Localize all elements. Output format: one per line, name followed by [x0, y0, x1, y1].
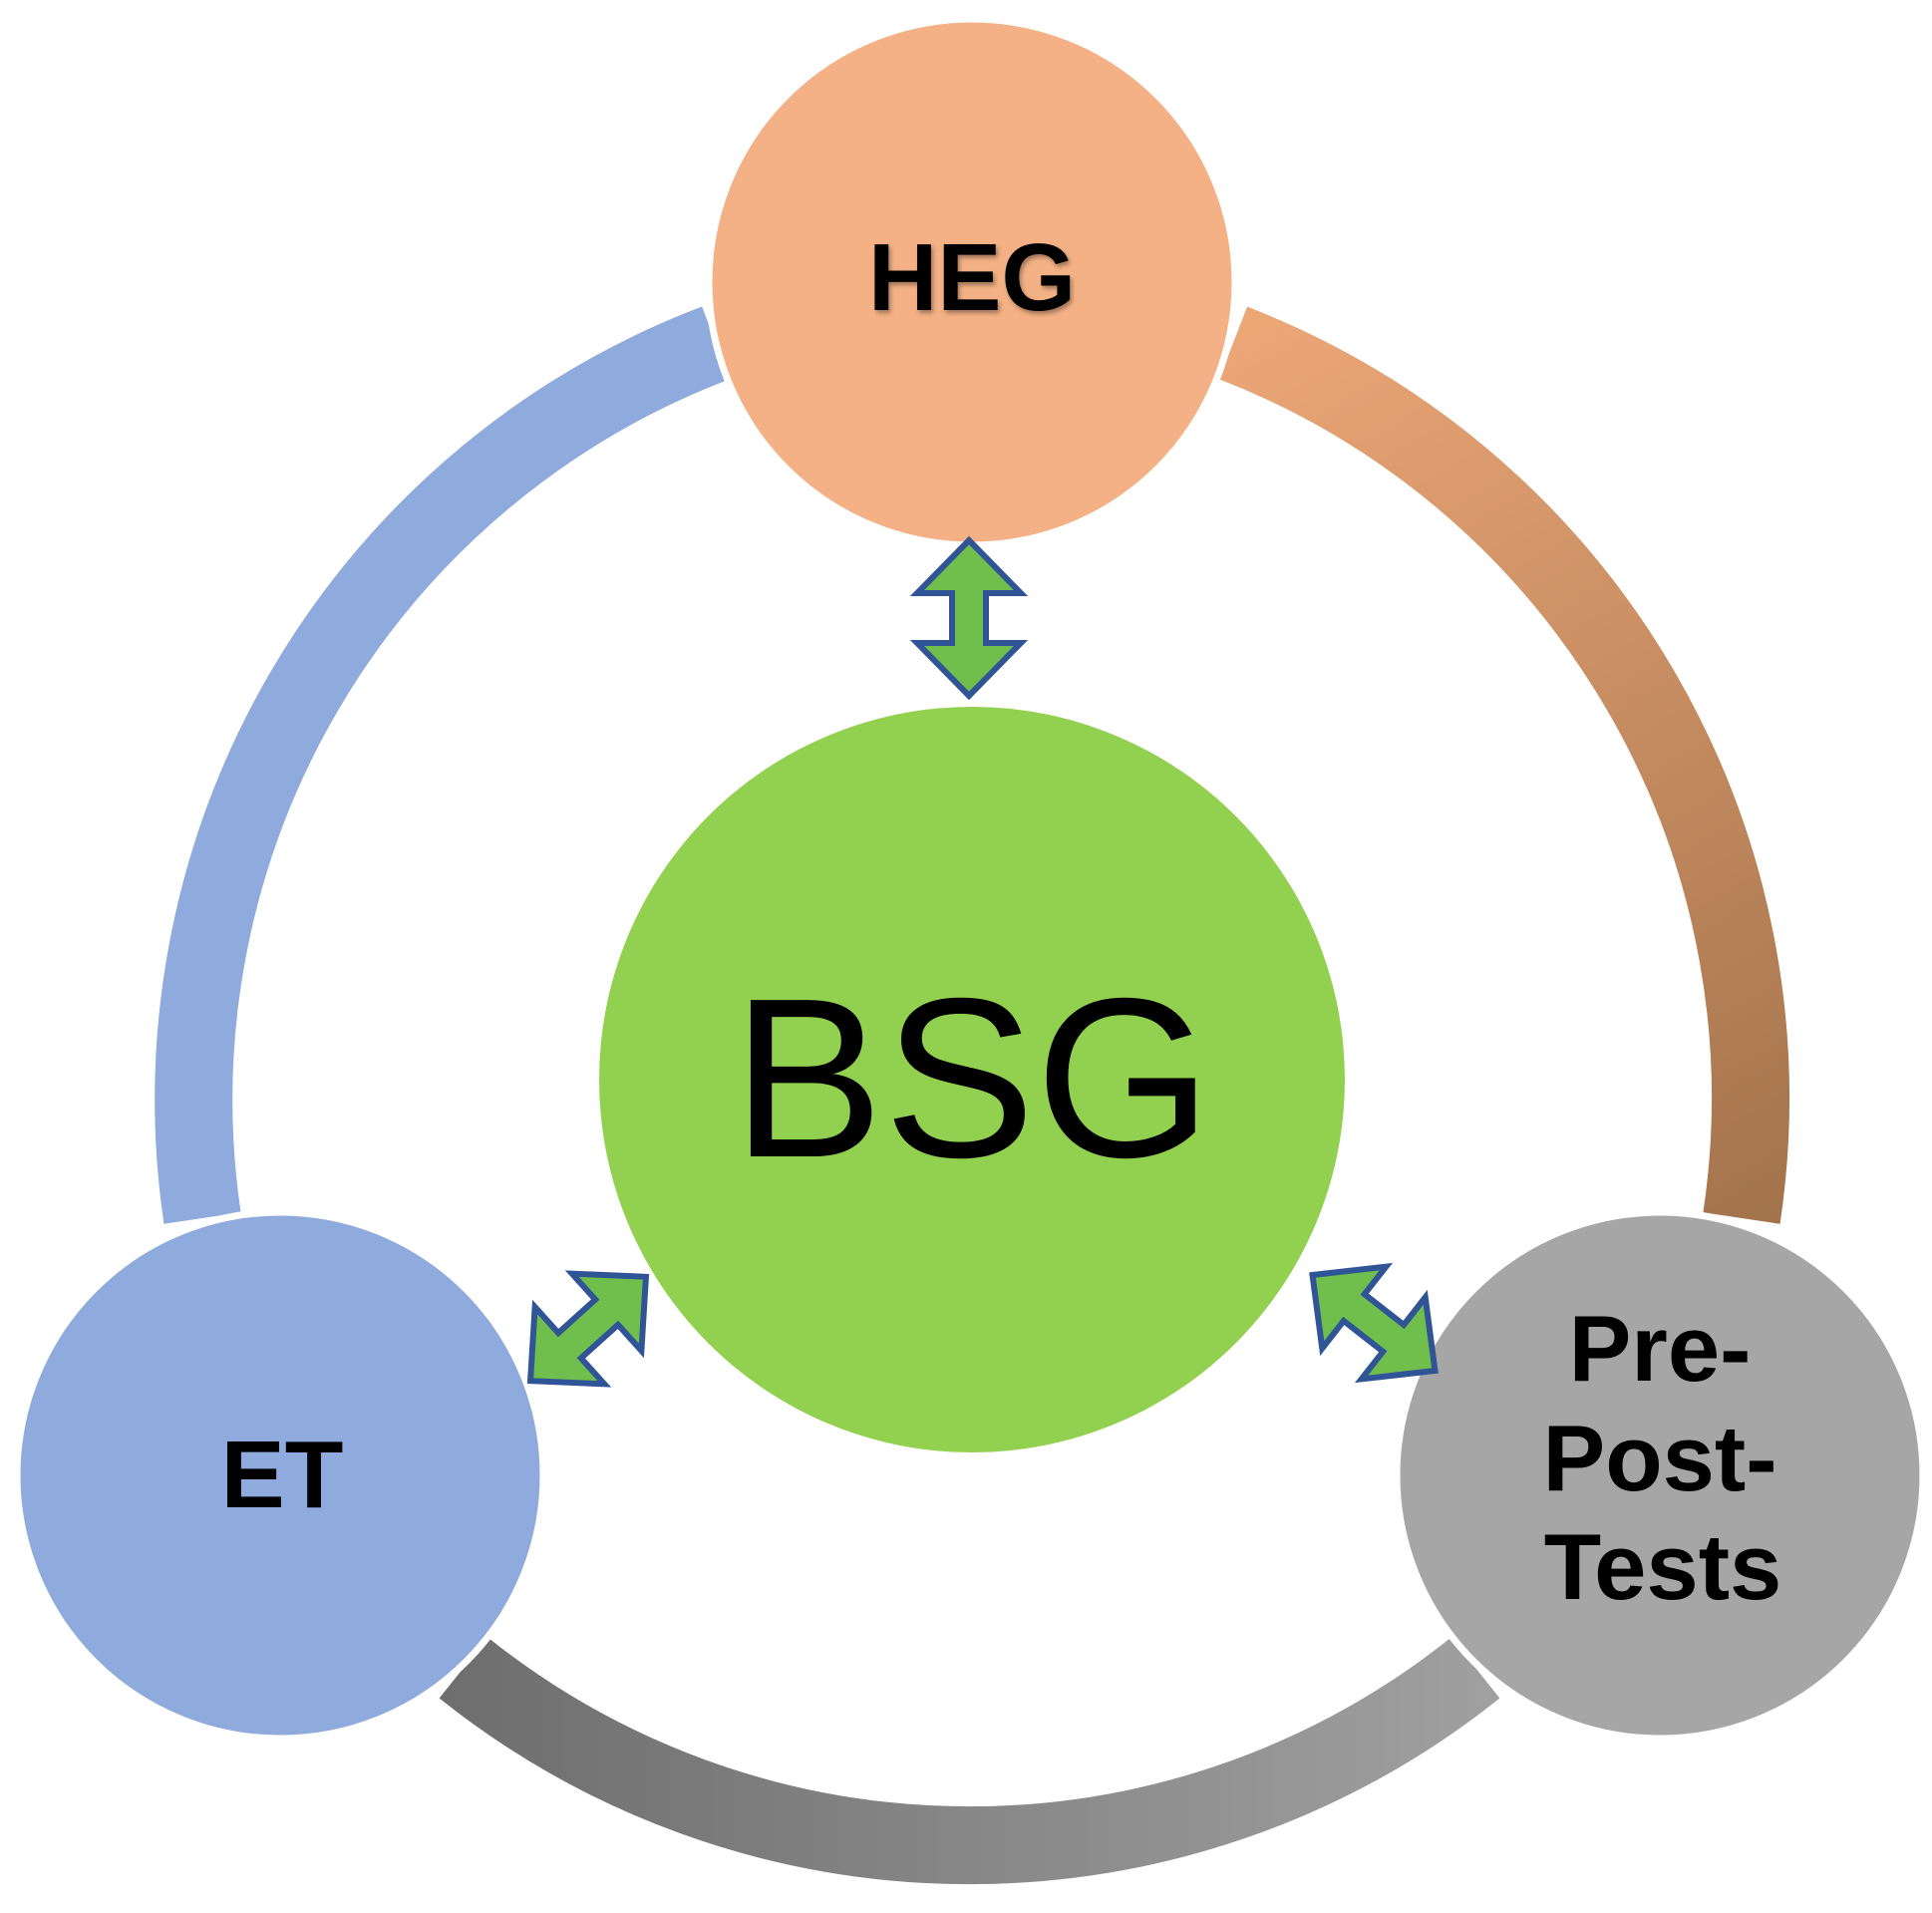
node-pre-post-tests: Pre- Post- Tests	[1393, 1208, 1927, 1743]
node-pre-post-tests-line-3: Tests	[1544, 1514, 1782, 1619]
node-pre-post-tests-line-1: Pre-	[1569, 1296, 1752, 1401]
node-pre-post-tests-line-2: Post-	[1543, 1406, 1777, 1510]
node-bsg-label: BSG	[732, 952, 1212, 1205]
node-et-label: ET	[221, 1422, 344, 1528]
arc-pretests-to-et	[439, 1637, 1500, 1885]
double-arrow-bsg-pre-post-tests	[1309, 1262, 1439, 1384]
node-heg: HEG	[705, 15, 1239, 549]
node-heg-label: HEG	[868, 224, 1076, 331]
arc-heg-to-pretests	[1218, 306, 1790, 1224]
double-arrow-bsg-heg	[909, 535, 1029, 701]
arc-et-to-heg	[155, 306, 730, 1224]
node-bsg: BSG	[599, 707, 1345, 1452]
node-et: ET	[13, 1208, 547, 1743]
double-arrow-bsg-et	[526, 1270, 650, 1388]
